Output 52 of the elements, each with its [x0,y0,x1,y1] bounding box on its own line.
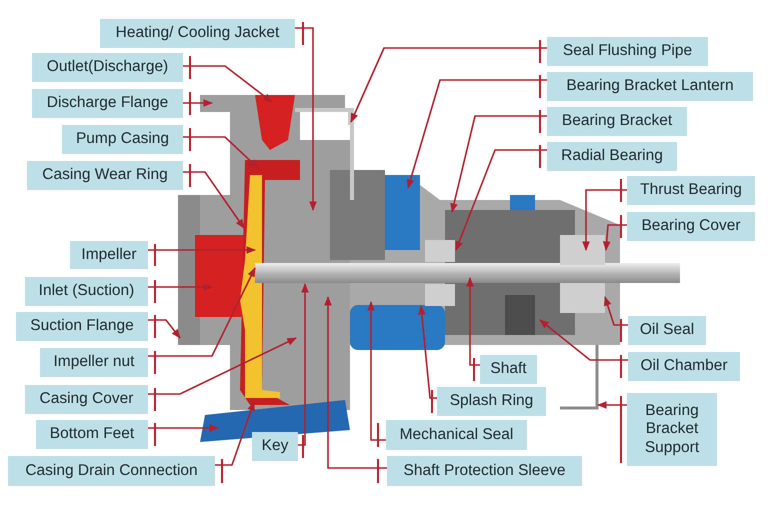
leader-line [298,283,309,446]
leader-line [148,267,256,357]
part-label: Casing Cover [25,385,148,414]
leader-line [539,319,628,361]
part-label: Discharge Flange [32,89,183,118]
part-label: Oil Seal [628,316,706,345]
leader-line [602,224,627,251]
leader-line [367,301,386,441]
leader-line [450,115,547,213]
part-label: Pump Casing [62,125,183,154]
leader-line [183,136,259,169]
leader-line [148,319,181,339]
leader-line [418,305,437,399]
leader-line [350,47,547,123]
part-label: Bearing Bracket Lantern [547,72,753,101]
part-label: Radial Bearing [547,142,677,171]
leader-line [183,171,245,229]
leader-line [148,337,297,395]
part-label: Inlet (Suction) [25,277,148,306]
part-label: Casing Wear Ring [27,161,183,190]
leader-line [215,401,255,466]
part-label: Thrust Bearing [627,176,755,205]
part-label: Bearing Bracket [547,107,687,136]
part-label: Impeller [70,241,148,269]
leader-line [455,149,547,251]
leader-line [604,296,628,326]
part-label: Casing Drain Connection [8,456,215,486]
part-label: Oil Chamber [628,352,740,381]
leader-line [582,189,627,251]
part-label: Impeller nut [40,348,148,377]
part-label: Seal Flushing Pipe [547,37,708,66]
leader-line [597,401,627,409]
part-label: Shaft Protection Sleeve [387,456,582,486]
leader-line [406,79,547,189]
part-label: Key [252,432,298,461]
leader-line [295,27,317,211]
part-label: Heating/ Cooling Jacket [100,19,295,48]
part-label: Bottom Feet [36,420,148,449]
part-label: Splash Ring [437,387,546,416]
leader-line [148,246,256,254]
leader-line [148,424,219,432]
leader-line [183,99,213,107]
part-label: Mechanical Seal [386,420,527,450]
leader-line [466,277,480,366]
part-label: Bearing Bracket Support [627,393,717,466]
leader-line [324,296,387,469]
part-label: Outlet(Discharge) [32,53,183,82]
leader-line [183,65,273,103]
leader-line [148,283,213,291]
part-label: Bearing Cover [627,212,755,241]
part-label: Suction Flange [16,312,148,341]
part-label: Shaft [480,355,537,384]
